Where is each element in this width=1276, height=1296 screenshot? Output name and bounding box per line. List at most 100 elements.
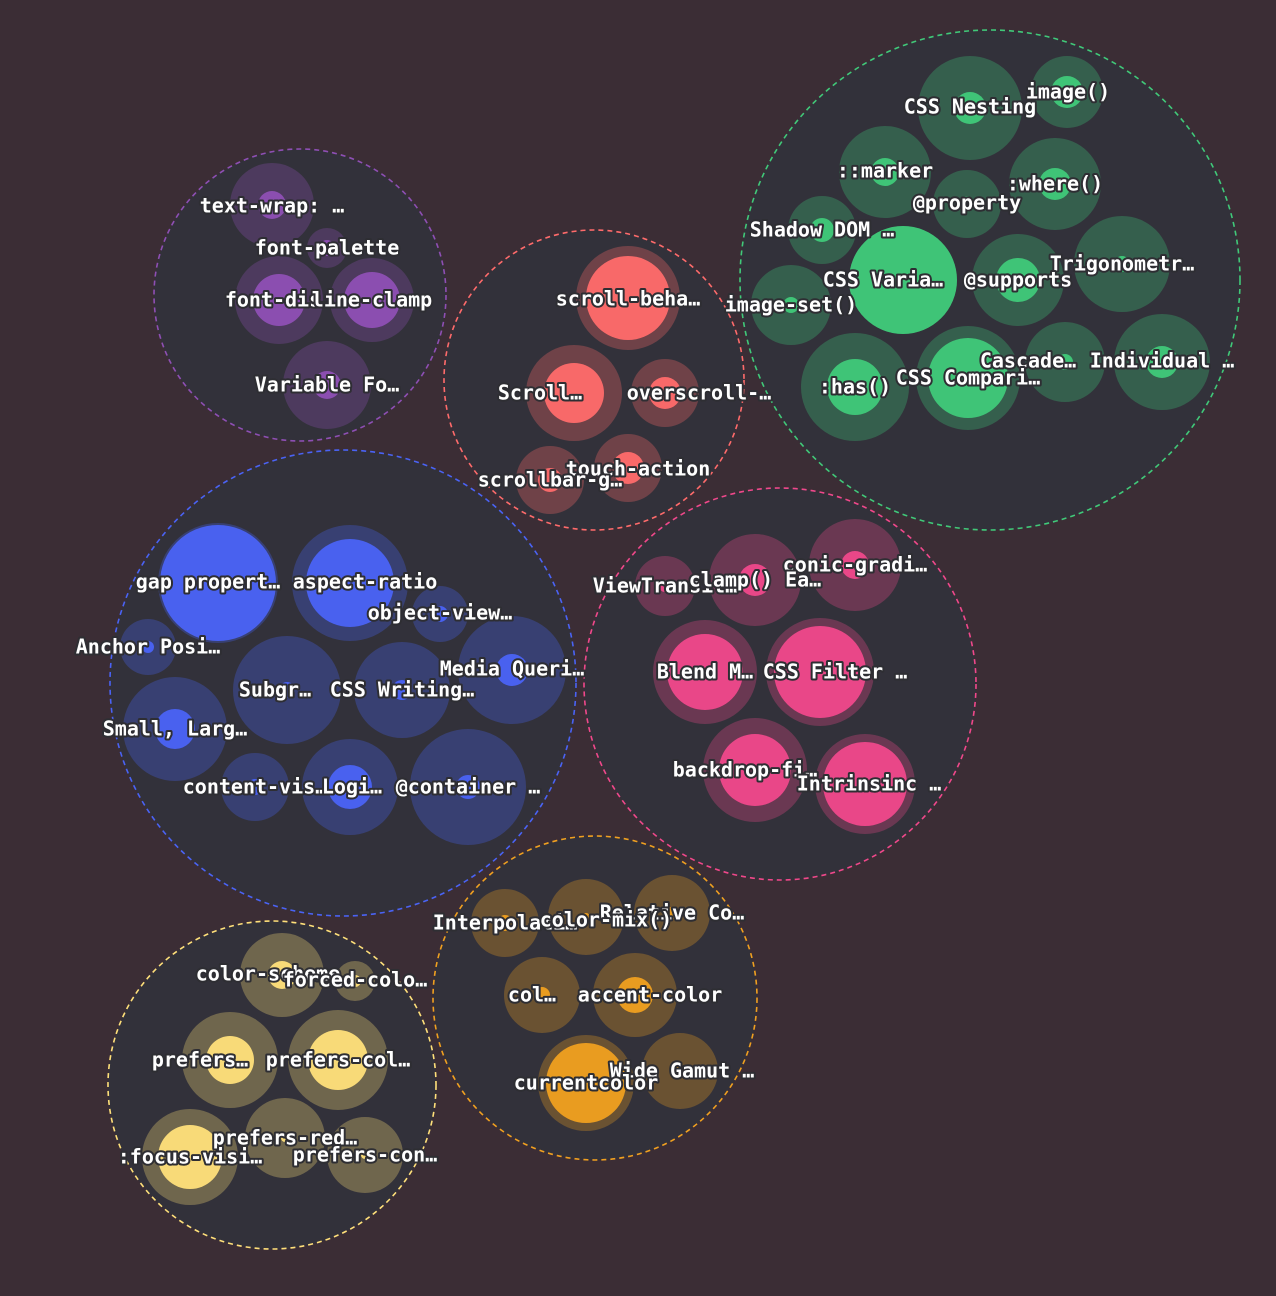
bubble-core-currentcolor	[546, 1043, 626, 1123]
bubble-label-shadow-dom: Shadow DOM …	[750, 218, 895, 242]
bubble-core-intrinsinc	[823, 742, 907, 826]
bubble-core-small-larg	[155, 709, 195, 749]
bubble-label-css-filter: CSS Filter …	[763, 660, 908, 684]
bubble-label-variable-fo: Variable Fo…	[255, 373, 400, 397]
bubble-core-media-queri	[496, 654, 528, 686]
bubble-label-clamp-ea: clamp() Ea…	[689, 568, 821, 592]
bubble-label-property: @property	[913, 191, 1021, 215]
bubble-core-scrollbar-g	[538, 468, 562, 492]
bubble-core-cascade	[1057, 354, 1073, 370]
bubble-core-prefers-col	[308, 1030, 368, 1090]
bubble-label-scroll-beha: scroll-beha…	[556, 287, 701, 311]
bubble-label-touch-action: touch-action	[566, 457, 711, 481]
bubble-label-anchor-posi: Anchor Posi…	[76, 635, 221, 659]
bubble-label-has: :has()	[819, 375, 891, 399]
bubble-label-scrollbar-g: scrollbar-g…	[478, 468, 623, 492]
bubble-core-container	[456, 775, 480, 799]
bubble-label-color-mix: color-mix()	[540, 908, 672, 932]
bubble-core-image-set	[783, 297, 799, 313]
bubble-label-css-compari: CSS Compari…	[896, 366, 1041, 390]
bubble-core-clamp-ea	[739, 564, 771, 596]
bubble-label-container: @container …	[396, 775, 541, 799]
bubble-core-variable-fo	[313, 371, 341, 399]
bubble-core-scroll	[544, 363, 604, 423]
bubble-core-trigonometr	[1114, 256, 1130, 272]
bubble-core-touch-action	[612, 452, 644, 484]
bubble-core-col	[534, 987, 550, 1003]
bubble-label-font-dis: font-dis…	[225, 288, 333, 312]
bubble-label-prefers-col: prefers-col…	[266, 1048, 411, 1072]
bubble-label-css-writing: CSS Writing…	[330, 678, 475, 702]
bubble-core-relative-co	[666, 907, 678, 919]
bubble-label-prefers: prefers…	[152, 1048, 248, 1072]
bubble-core-subgr	[279, 682, 295, 698]
bubble-core-backdrop-fi	[719, 734, 791, 806]
bubble-label-prefers-con: prefers-con…	[293, 1143, 438, 1167]
bubble-label-focus-visi: :focus-visi…	[118, 1145, 263, 1169]
bubble-label-marker: ::marker	[837, 159, 933, 183]
bubble-core-supports	[996, 258, 1040, 302]
bubble-label-backdrop-fi: backdrop-fi…	[673, 758, 818, 782]
bubble-label-image-set: image-set()	[725, 293, 857, 317]
bubble-core-logi	[328, 765, 372, 809]
bubble-label-line-clamp: line-clamp	[312, 288, 432, 312]
bubble-label-text-wrap: text-wrap: …	[200, 194, 345, 218]
bubble-label-blend-m: Blend M…	[657, 660, 753, 684]
bubble-label-viewtransit: ViewTransit…	[593, 574, 738, 598]
bubble-core-font-palette	[319, 240, 335, 256]
bubble-label-color-scheme: color-scheme	[196, 962, 341, 986]
bubble-core-object-view	[432, 606, 448, 622]
bubble-core-prefers-con	[361, 1151, 369, 1159]
bubble-label-image: image()	[1026, 80, 1110, 104]
bubble-core-property	[959, 196, 975, 212]
bubble-core-text-wrap	[258, 191, 286, 219]
bubble-core-css-compari	[928, 338, 1008, 418]
bubble-label-where: :where()	[1007, 172, 1103, 196]
bubble-core-content-vis	[247, 779, 263, 795]
bubble-label-aspect-ratio: aspect-ratio	[293, 570, 438, 594]
bubble-label-small-larg: Small, Larg…	[103, 717, 248, 741]
bubble-core-anchor-posi	[142, 641, 154, 653]
bubble-core-image	[1051, 76, 1083, 108]
bubble-label-object-view: object-view…	[368, 601, 513, 625]
bubble-label-overscroll: overscroll-…	[627, 381, 772, 405]
bubble-core-css-varia	[849, 226, 957, 334]
bubble-core-individual	[1146, 346, 1178, 378]
bubble-core-has	[827, 359, 883, 415]
bubble-core-viewtransit	[659, 580, 671, 592]
bubble-core-forced-colo	[349, 975, 361, 987]
bubble-core-shadow-dom	[810, 218, 834, 242]
bubble-label-currentcolor: currentcolor	[514, 1071, 659, 1095]
bubble-label-css-varia: CSS Varia…	[823, 268, 943, 292]
labels-layer: text-wrap: …font-palettefont-dis…line-cl…	[74, 78, 1237, 1171]
bubble-label-wide-gamut: Wide Gamut …	[610, 1059, 755, 1083]
bubble-core-overscroll	[649, 377, 681, 409]
bubble-label-content-vis: content-vis…	[183, 775, 328, 799]
bubble-label-conic-gradi: conic-gradi…	[783, 553, 928, 577]
bubble-label-gap-propert: gap propert…	[136, 570, 281, 594]
bubble-core-conic-gradi	[841, 551, 869, 579]
bubble-core-color-scheme	[268, 961, 296, 989]
bubble-label-scroll: Scroll…	[498, 381, 582, 405]
bubble-label-subgr: Subgr…	[239, 678, 311, 702]
bubbles-layer	[120, 56, 1210, 1205]
bubble-label-accent-color: accent-color	[578, 983, 723, 1007]
bubble-label-trigonometr: Trigonometr…	[1050, 252, 1195, 276]
bubble-core-prefers-red	[281, 1134, 289, 1142]
bubble-label-logi: Logi…	[322, 775, 382, 799]
bubble-label-forced-colo: forced-colo…	[283, 968, 428, 992]
bubble-label-prefers-red: prefers-red…	[213, 1126, 358, 1150]
bubble-label-relative-co: Relative Co…	[600, 901, 745, 925]
bubble-core-css-writing	[392, 680, 412, 700]
bubble-core-gap-propert	[160, 525, 276, 641]
bubble-core-prefers	[206, 1036, 254, 1084]
bubble-label-supports: @supports	[964, 268, 1072, 292]
bubble-core-aspect-ratio	[306, 539, 394, 627]
bubble-core-where	[1039, 168, 1071, 200]
bubble-core-interpolati	[497, 915, 513, 931]
bubble-core-css-nesting	[954, 92, 986, 124]
bubble-label-cascade: Cascade…	[980, 349, 1076, 373]
bubble-label-interpolati: Interpolati…	[433, 911, 578, 935]
bubble-label-intrinsinc: Intrinsinc …	[797, 772, 942, 796]
